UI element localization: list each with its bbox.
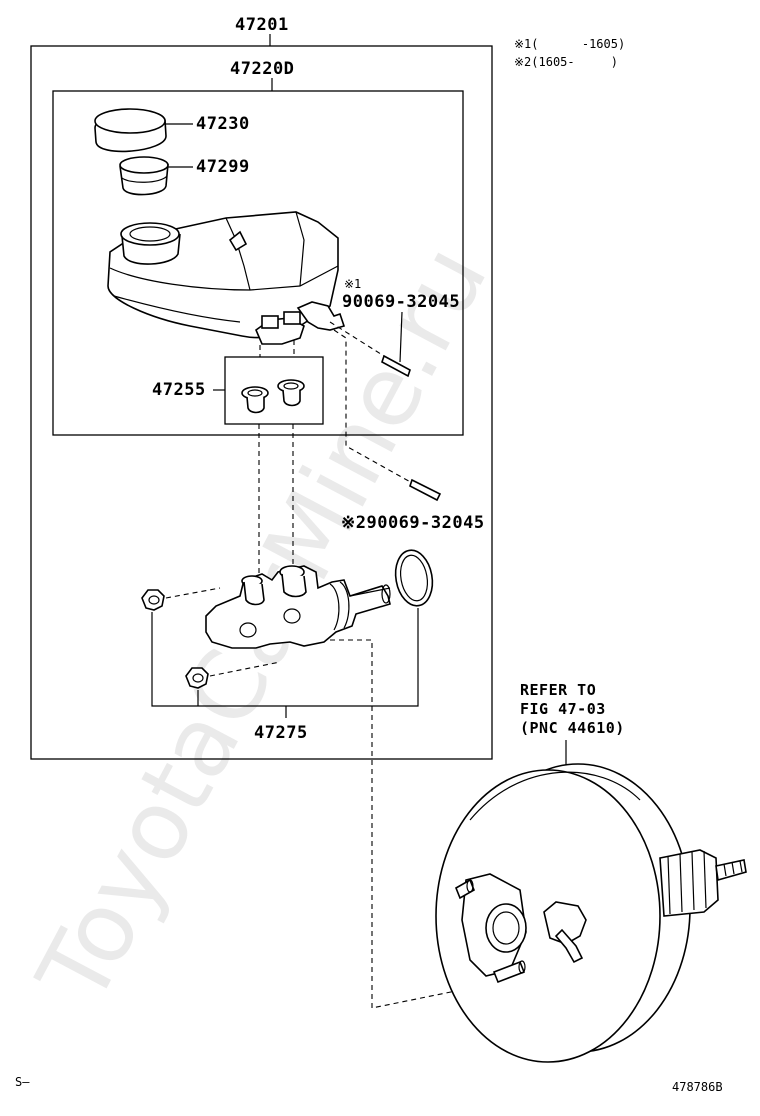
reference-line-2: FIG 47-03 (520, 700, 606, 718)
grommet-right (277, 379, 305, 407)
master-cylinder (205, 565, 391, 649)
reservoir-box (52, 90, 464, 436)
grommet-left (241, 386, 269, 414)
reservoir-part-number: 47220D (230, 59, 294, 79)
brake-booster (435, 763, 747, 1063)
pin-1-leader (399, 311, 403, 363)
nut-lower-path (209, 661, 281, 677)
kit-part-number: 47275 (254, 723, 308, 743)
assembly-box (30, 45, 493, 760)
grommet-part-number: 47255 (152, 380, 206, 400)
note-1: ※1( -1605) (514, 37, 625, 51)
nut-lower (185, 667, 209, 689)
pin-1-part-number: 90069-32045 (342, 292, 460, 312)
nut-upper-path (165, 587, 221, 599)
strainer-part-number: 47299 (196, 157, 250, 177)
pin-1-path (329, 321, 385, 357)
kit-bracket (151, 608, 419, 707)
reservoir-strainer (119, 156, 169, 196)
pin-1-mark: ※1 (344, 277, 361, 291)
reservoir-tank (107, 211, 346, 345)
booster-mount-path (330, 639, 501, 1009)
cap-part-number: 47230 (196, 114, 250, 134)
reference-line-1: REFER TO (520, 681, 596, 699)
grommet-box (224, 356, 324, 425)
nut-upper (141, 589, 165, 611)
footer-right: 478786B (672, 1080, 723, 1094)
footer-left: S– (15, 1075, 30, 1089)
pin-2-part-number: ※290069-32045 (341, 513, 485, 533)
reference-line-3: (PNC 44610) (520, 719, 625, 737)
reservoir-cap (94, 108, 167, 153)
assembly-part-number: 47201 (235, 15, 289, 35)
o-ring (394, 549, 434, 607)
note-2: ※2(1605- ) (514, 55, 618, 69)
retaining-pin-1 (381, 354, 411, 378)
retaining-pin-2 (409, 478, 442, 502)
